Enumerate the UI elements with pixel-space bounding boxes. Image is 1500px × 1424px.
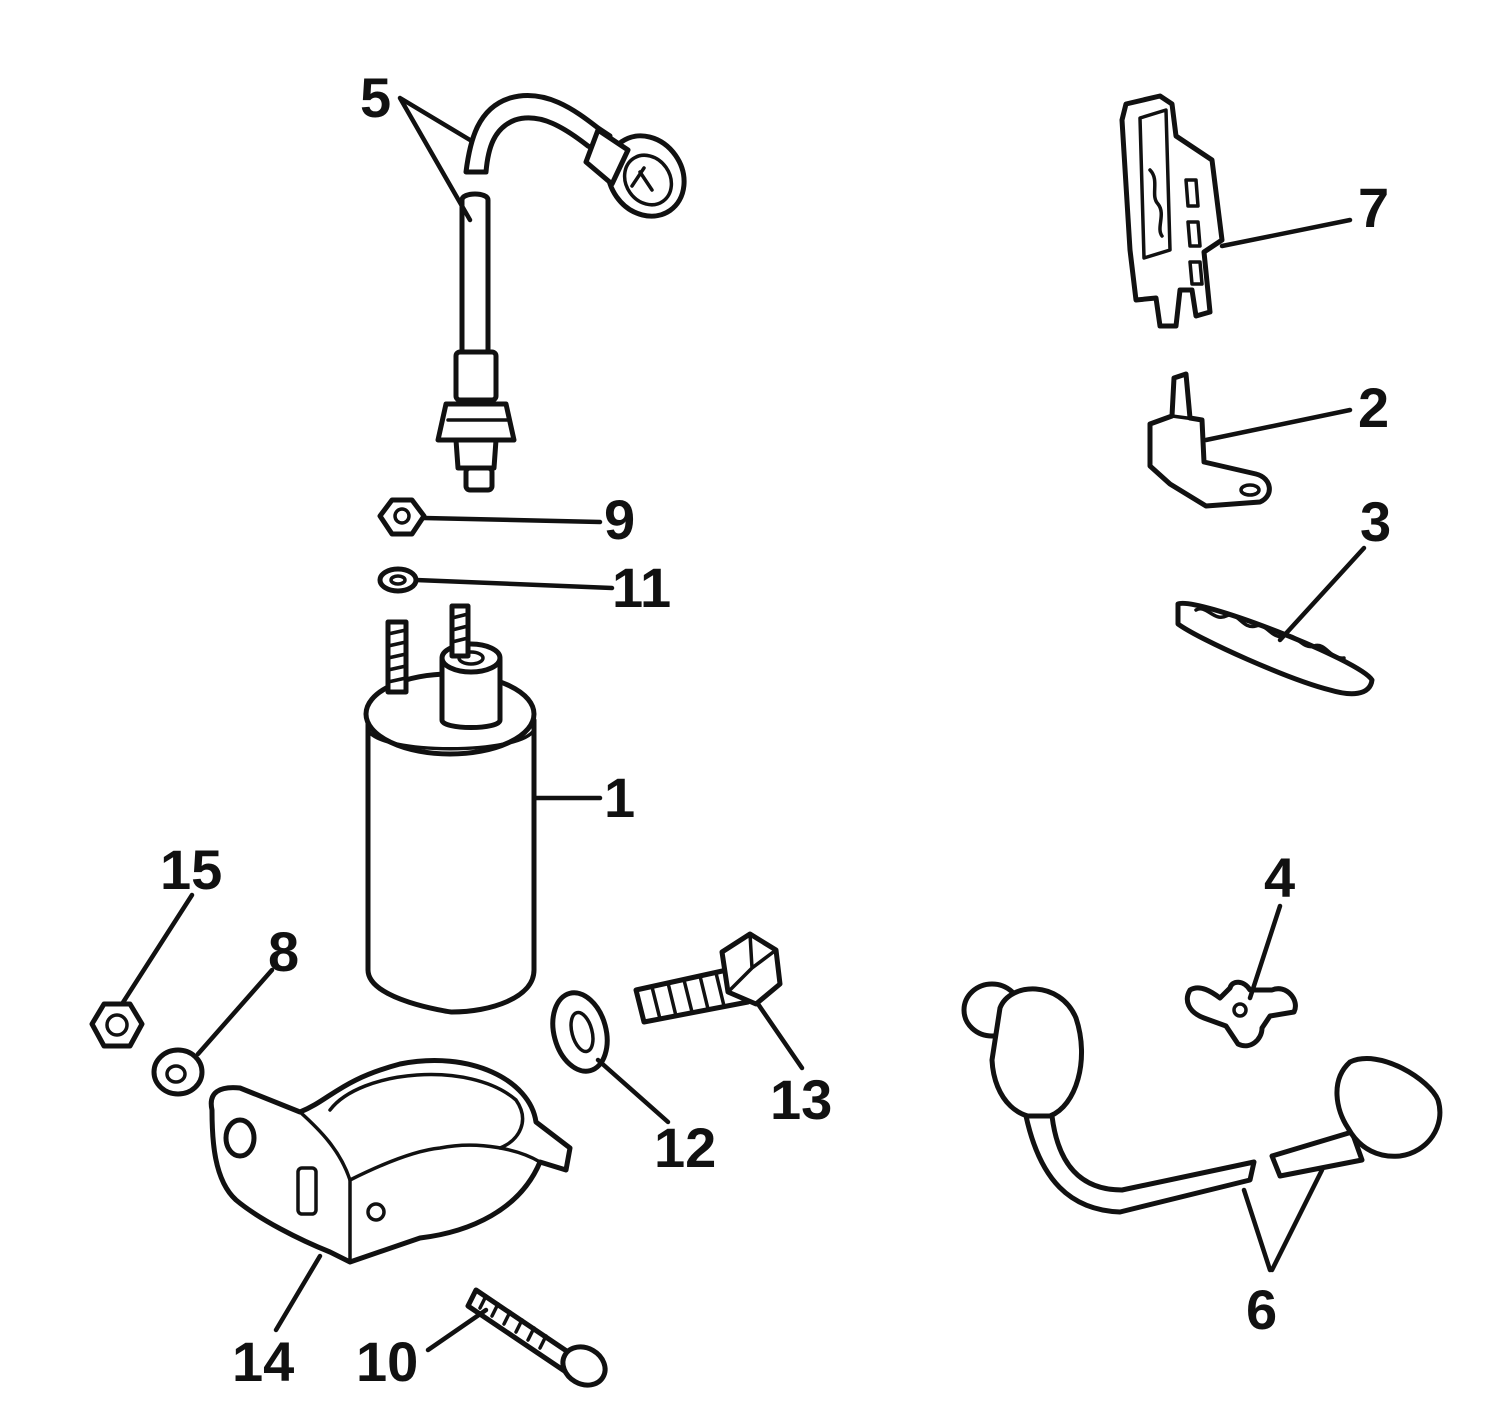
- part-12-washer: [550, 990, 610, 1074]
- leader-11: [413, 577, 615, 591]
- callout-9: 9: [604, 488, 636, 551]
- part-13-bolt: [633, 931, 783, 1025]
- callout-11: 11: [612, 556, 672, 619]
- part-9-nut: [377, 497, 427, 537]
- callout-10: 10: [356, 1330, 419, 1393]
- leader-3: [1277, 545, 1367, 643]
- callout-13: 13: [770, 1068, 833, 1131]
- part-7-terminal-block: [1119, 93, 1225, 329]
- callout-8: 8: [268, 920, 300, 983]
- leader-10: [425, 1307, 489, 1353]
- callout-12: 12: [654, 1116, 717, 1179]
- callout-1: 1: [604, 766, 636, 829]
- leader-15: [119, 892, 195, 1007]
- callout-4: 4: [1264, 846, 1296, 909]
- part-6-spark-plug-lead: [961, 981, 1443, 1215]
- leader-5: [397, 95, 473, 223]
- leader-14: [273, 1253, 323, 1333]
- part-3-strip: [1175, 600, 1375, 697]
- part-8-washer: [151, 1047, 205, 1097]
- part-14-clamp: [208, 1058, 573, 1265]
- leader-4: [1247, 903, 1283, 1001]
- part-4-clip: [1184, 979, 1298, 1049]
- callout-6: 6: [1246, 1278, 1278, 1341]
- part-5-high-tension-lead: [435, 93, 687, 493]
- callout-3: 3: [1360, 490, 1392, 553]
- leader-12: [595, 1057, 671, 1125]
- part-2-bracket: [1147, 371, 1272, 509]
- callout-15: 15: [160, 838, 223, 901]
- part-1-ignition-coil: [363, 603, 537, 1015]
- callout-2: 2: [1358, 376, 1390, 439]
- leader-8: [195, 967, 275, 1057]
- leader-7: [1219, 217, 1353, 249]
- callout-14: 14: [232, 1330, 295, 1393]
- leader-6: [1241, 1167, 1325, 1273]
- callout-5: 5: [360, 66, 392, 129]
- callout-7: 7: [1358, 176, 1390, 239]
- leader-2: [1203, 407, 1353, 443]
- part-11-washer: [377, 566, 419, 594]
- part-15-nut: [89, 1001, 145, 1049]
- leader-13: [755, 1001, 805, 1071]
- leader-9: [421, 515, 603, 525]
- part-10-screw: [465, 1287, 608, 1388]
